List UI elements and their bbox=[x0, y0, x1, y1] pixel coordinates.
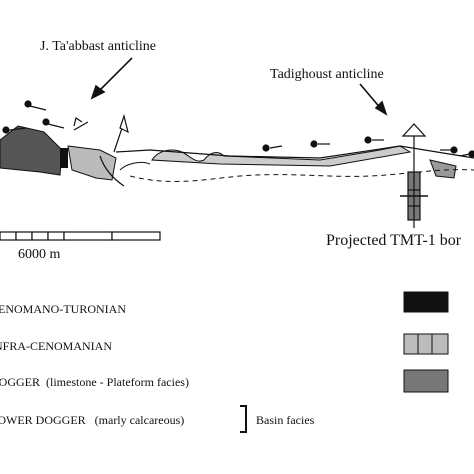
swatch-dogger bbox=[403, 369, 449, 393]
basin-facies-label: Basin facies bbox=[256, 413, 315, 427]
legend-item-cenomano-turonian: CENOMANO-TURONIAN bbox=[0, 303, 126, 315]
dip-symbols bbox=[2, 100, 474, 158]
swatch-infra-cenomanian bbox=[403, 333, 449, 355]
infra-cenomanian-body bbox=[67, 145, 117, 181]
legend-item-infra-cenomanian: INFRA-CENOMANIAN bbox=[0, 340, 112, 352]
legend-bracket bbox=[240, 405, 247, 433]
legend-unit: LOWER DOGGER bbox=[0, 413, 86, 427]
dip-symbol bbox=[310, 140, 330, 148]
scale-bar bbox=[0, 231, 161, 241]
cenomano-turonian-block bbox=[60, 148, 68, 168]
marly-strata bbox=[119, 161, 151, 171]
dashed-subsurface bbox=[129, 169, 474, 182]
anticline-1-leader bbox=[95, 57, 133, 95]
dip-symbol bbox=[73, 117, 89, 131]
borehole bbox=[400, 123, 428, 228]
anticline-label-1: J. Ta'abbast anticline bbox=[40, 39, 156, 54]
swatch-cenomano-turonian bbox=[403, 291, 449, 313]
legend-item-dogger: DOGGER (limestone - Plateform facies) bbox=[0, 376, 189, 388]
borehole-arrow bbox=[401, 123, 427, 137]
fold-limb bbox=[151, 145, 412, 167]
fold-strata bbox=[99, 155, 125, 187]
legend-swatches bbox=[403, 291, 449, 393]
leader-arrows bbox=[90, 57, 388, 116]
scale-label: 6000 m bbox=[18, 247, 61, 262]
dip-symbol bbox=[2, 126, 27, 134]
cross-section bbox=[0, 125, 474, 187]
dip-symbol bbox=[459, 150, 474, 158]
dip-symbol bbox=[24, 100, 47, 111]
surface-line bbox=[115, 145, 474, 159]
legend-desc: (limestone - Plateform facies) bbox=[46, 375, 189, 389]
dip-symbol bbox=[440, 146, 458, 154]
legend-unit: DOGGER bbox=[0, 375, 40, 389]
projected-borehole-label: Projected TMT-1 bor bbox=[326, 232, 462, 249]
anticline-label-2: Tadighoust anticline bbox=[270, 67, 384, 82]
dip-symbol bbox=[262, 144, 283, 152]
legend-unit: CENOMANO-TURONIAN bbox=[0, 302, 126, 316]
fault-arrow bbox=[113, 113, 129, 153]
legend-item-lower-dogger: LOWER DOGGER (marly calcareous) bbox=[0, 414, 184, 426]
legend-desc: (marly calcareous) bbox=[94, 413, 185, 427]
grey-wedge bbox=[429, 159, 457, 179]
dogger-limestone-body bbox=[0, 125, 63, 176]
dip-symbol bbox=[42, 118, 65, 129]
dip-symbol bbox=[364, 136, 384, 144]
legend-unit: INFRA-CENOMANIAN bbox=[0, 339, 112, 353]
